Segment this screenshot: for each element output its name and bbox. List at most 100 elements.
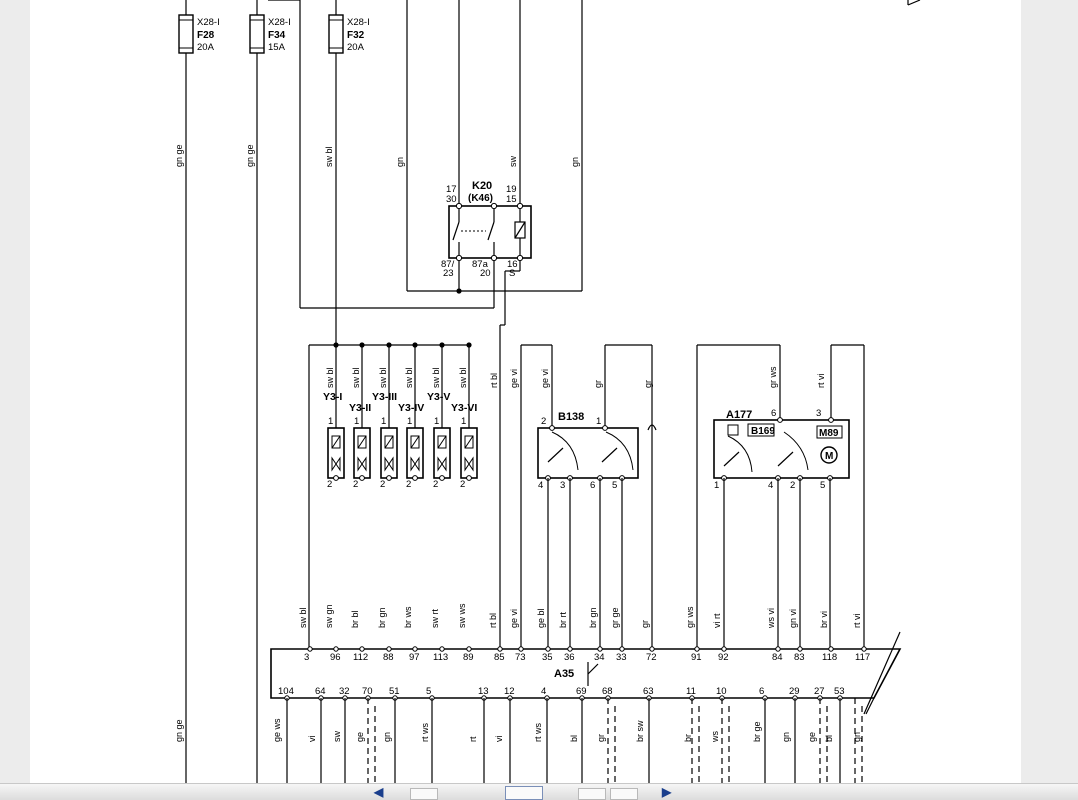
terminal xyxy=(775,646,781,652)
relay-pin: 87/ xyxy=(441,259,455,270)
wire-label: gr ws xyxy=(685,606,695,628)
wire-label: sw bl xyxy=(404,367,414,388)
terminal xyxy=(455,202,463,210)
connector-pin: 113 xyxy=(433,652,448,663)
wire-label: br bl xyxy=(350,610,360,628)
connector-pin: 12 xyxy=(504,686,515,697)
previous-page-icon[interactable]: ◀ xyxy=(374,785,384,799)
wire-label: gn xyxy=(395,157,405,167)
terminal xyxy=(619,646,625,652)
terminal xyxy=(412,646,418,652)
valve-label: Y3-IV xyxy=(398,402,424,414)
wire-label: br gn xyxy=(588,607,598,628)
wire-label: gr ws xyxy=(768,366,778,388)
terminal xyxy=(386,475,392,481)
connector-pin: 69 xyxy=(576,686,587,697)
valve-pin: 2 xyxy=(460,479,465,490)
sensor-pin: 2 xyxy=(541,416,546,427)
wire-label: br xyxy=(683,734,693,742)
module-pin: 3 xyxy=(816,408,821,419)
valve-coil-diag xyxy=(357,435,367,449)
terminal xyxy=(439,475,445,481)
valve-coil-diag xyxy=(384,435,394,449)
terminal xyxy=(516,254,524,262)
toolbar-button[interactable] xyxy=(410,788,438,800)
terminal xyxy=(466,475,472,481)
connector-pin: 68 xyxy=(602,686,613,697)
wire-label: gr xyxy=(593,380,603,388)
relay-pin: 23 xyxy=(443,268,454,279)
relay-pin: 19 xyxy=(506,184,517,195)
terminal xyxy=(307,646,313,652)
relay-name: K20 xyxy=(472,180,492,192)
wire-label: gn xyxy=(382,732,392,742)
terminal xyxy=(567,646,573,652)
wire-label: ge bl xyxy=(536,608,546,628)
wire-label: bl xyxy=(824,735,834,742)
wire-label: br ge xyxy=(752,721,762,742)
page-indicator[interactable] xyxy=(505,786,543,800)
valve-pin: 2 xyxy=(433,479,438,490)
relay-pin: 16 xyxy=(507,259,518,270)
connector-pin: 4 xyxy=(541,686,546,697)
sensor-pin: 4 xyxy=(538,480,543,491)
wire-label: ge vi xyxy=(509,609,519,628)
wire-label: gr xyxy=(596,734,606,742)
wire-label: sw bl xyxy=(378,367,388,388)
valve-pin: 1 xyxy=(461,416,466,427)
terminal xyxy=(333,646,339,652)
connector-pin: 35 xyxy=(542,652,553,663)
connector-pin: 34 xyxy=(594,652,605,663)
terminal xyxy=(412,475,418,481)
terminal xyxy=(777,417,783,423)
wire-label: gn xyxy=(781,732,791,742)
connector-pin: 53 xyxy=(834,686,845,697)
connector-pin: 112 xyxy=(353,652,368,663)
wire-label: br ws xyxy=(403,606,413,628)
fuse-rating: 20A xyxy=(197,42,215,53)
wire-label: bl xyxy=(569,735,579,742)
wire-label: ws xyxy=(710,731,720,743)
valve-symbol xyxy=(437,456,447,472)
wire-label: sw bl xyxy=(458,367,468,388)
toolbar-button[interactable] xyxy=(610,788,638,800)
connector-pin: 117 xyxy=(855,652,870,663)
valve-symbol xyxy=(464,456,474,472)
connector-pin: 13 xyxy=(478,686,489,697)
sensor-pin: 6 xyxy=(590,480,595,491)
valve-pin: 1 xyxy=(354,416,359,427)
wire-label: br sw xyxy=(635,720,645,742)
terminal xyxy=(386,646,392,652)
control-unit-label: A35 xyxy=(554,668,574,680)
connector-pin: 11 xyxy=(686,686,696,697)
terminal xyxy=(649,646,655,652)
connector-pin: 83 xyxy=(794,652,805,663)
toolbar-button[interactable] xyxy=(578,788,606,800)
wire-label: rt ws xyxy=(420,723,430,742)
valve-pin: 2 xyxy=(380,479,385,490)
connector-pin: 6 xyxy=(759,686,764,697)
wire-label: ws vi xyxy=(766,608,776,629)
wire-label: br rt xyxy=(558,612,568,629)
relay-pin: 17 xyxy=(446,184,457,195)
terminal xyxy=(545,646,551,652)
relay-alt: (K46) xyxy=(468,193,493,204)
valve-pin: 2 xyxy=(353,479,358,490)
wire-label: gr xyxy=(640,620,650,628)
relay-pin: 30 xyxy=(446,194,457,205)
connector-pin: 97 xyxy=(409,652,420,663)
fuse-rating: 20A xyxy=(347,42,365,53)
wire-label: ge vi xyxy=(509,369,519,388)
connector-pin: 51 xyxy=(389,686,400,697)
next-page-icon[interactable]: ▶ xyxy=(662,785,672,799)
connector-pin: 36 xyxy=(564,652,575,663)
valve-coil-diag xyxy=(410,435,420,449)
relay-pin: S xyxy=(509,268,515,279)
valve-pin: 1 xyxy=(407,416,412,427)
valve-label: Y3-III xyxy=(372,391,397,403)
wire-label: sw bl xyxy=(351,367,361,388)
valve-coil-diag xyxy=(464,435,474,449)
connector-pin: 85 xyxy=(494,652,505,663)
connector-pin: 89 xyxy=(463,652,474,663)
